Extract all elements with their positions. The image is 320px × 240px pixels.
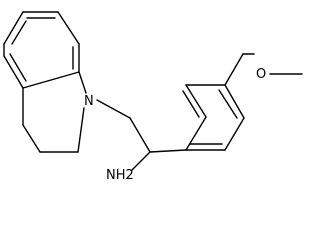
bond — [78, 71, 87, 94]
bond — [185, 84, 207, 118]
bond — [149, 149, 187, 153]
bond — [9, 53, 27, 82]
bond — [129, 117, 151, 153]
bond — [57, 11, 80, 45]
ethyl-linker — [96, 99, 151, 171]
oxygen-label: O — [256, 67, 266, 82]
bond — [3, 55, 24, 89]
bond — [77, 107, 85, 153]
bond — [96, 99, 131, 119]
bond — [182, 90, 200, 118]
nitrogen-label: N — [84, 94, 94, 109]
bond — [22, 71, 80, 89]
bond — [22, 124, 41, 153]
bond — [224, 117, 245, 151]
methoxyphenyl-ring — [149, 53, 245, 153]
quinoline-benzene-ring — [3, 11, 80, 89]
bond — [224, 53, 244, 86]
methoxy-group — [242, 53, 303, 75]
bond — [3, 11, 24, 45]
bond — [218, 89, 238, 119]
bond — [131, 151, 151, 171]
bond — [224, 84, 245, 119]
molecule-diagram: N O NH2 — [3, 11, 303, 183]
amine-label: NH2 — [106, 168, 134, 183]
bond — [11, 20, 27, 45]
tetrahydro-ring — [22, 71, 87, 153]
bond — [185, 116, 207, 151]
